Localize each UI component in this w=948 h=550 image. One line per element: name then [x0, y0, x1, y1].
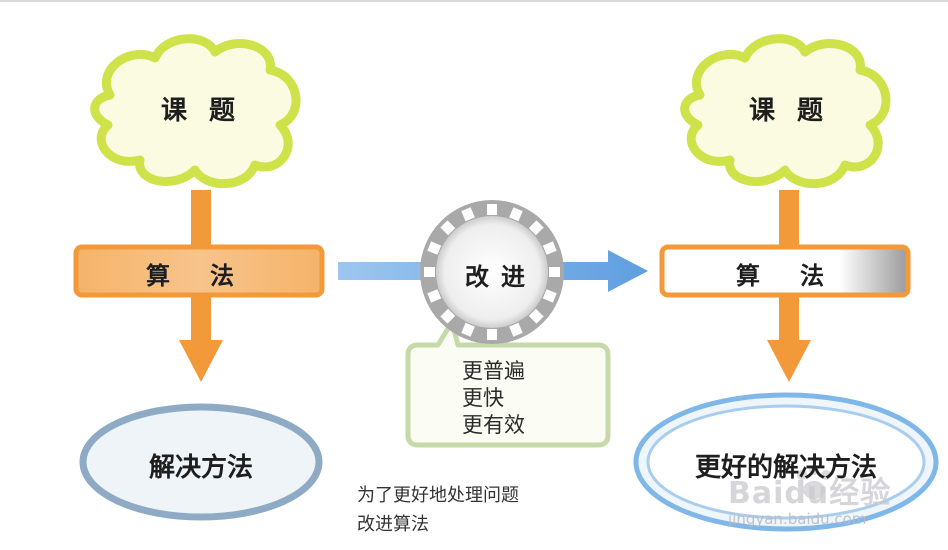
solution-label-right: 更好的解决方法 [694, 453, 877, 483]
arrow-shaft-topic-to-algorithm-left [191, 190, 211, 248]
solution-ellipse-right-inner [646, 404, 926, 520]
gear-notch [549, 267, 560, 277]
solution-label-left: 解决方法 [148, 453, 253, 483]
benefit-more-effective: 更有效 [462, 413, 525, 437]
gear-notch [427, 289, 442, 303]
benefit-faster: 更快 [462, 386, 504, 410]
top-border-line [0, 0, 948, 2]
gear-notch [487, 204, 497, 215]
gear-notch [509, 207, 523, 222]
caption-line-2: 改进算法 [357, 514, 429, 535]
gear-notch [528, 220, 544, 236]
arrow-shaft-topic-to-algorithm-right [779, 190, 799, 248]
gear-notch [528, 308, 544, 324]
benefit-more-general: 更普遍 [462, 359, 525, 383]
gear-notch [440, 220, 456, 236]
gear-notch [427, 241, 442, 255]
topic-cloud-right [680, 34, 891, 189]
topic-label-right: 课题 [748, 96, 845, 126]
caption-line-1: 为了更好地处理问题 [357, 485, 519, 506]
caption: 为了更好地处理问题 改进算法 [357, 481, 519, 539]
gear-notch [509, 322, 523, 337]
gear-notch [461, 322, 475, 337]
gear-notch [461, 207, 475, 222]
algorithm-label-left: 算法 [146, 262, 274, 290]
topic-cloud-left [90, 34, 301, 189]
watermark-url: jingyan.baidu.com [728, 510, 867, 528]
gear-notch [424, 267, 435, 277]
solution-ellipse-left [79, 403, 323, 521]
gear-notch [440, 308, 456, 324]
improve-gear [420, 200, 564, 344]
gear-notch [487, 329, 497, 340]
improve-label: 改进 [465, 263, 537, 291]
algorithm-bar-left [73, 244, 325, 298]
topic-label-left: 课题 [160, 96, 257, 126]
algorithm-bar-right [659, 244, 911, 298]
gear-notch [542, 289, 557, 303]
watermark-brand: Baidu经验 [728, 476, 892, 511]
gear-notch [542, 241, 557, 255]
algorithm-label-right: 算法 [736, 262, 864, 290]
arrow-down-algorithm-to-solution-right [767, 296, 811, 382]
benefits-speech-bubble [405, 319, 611, 448]
arrow-down-algorithm-to-solution-left [179, 296, 223, 382]
baidu-paw-logo [797, 465, 831, 499]
benefits-list: 更普遍 更快 更有效 [462, 358, 525, 439]
